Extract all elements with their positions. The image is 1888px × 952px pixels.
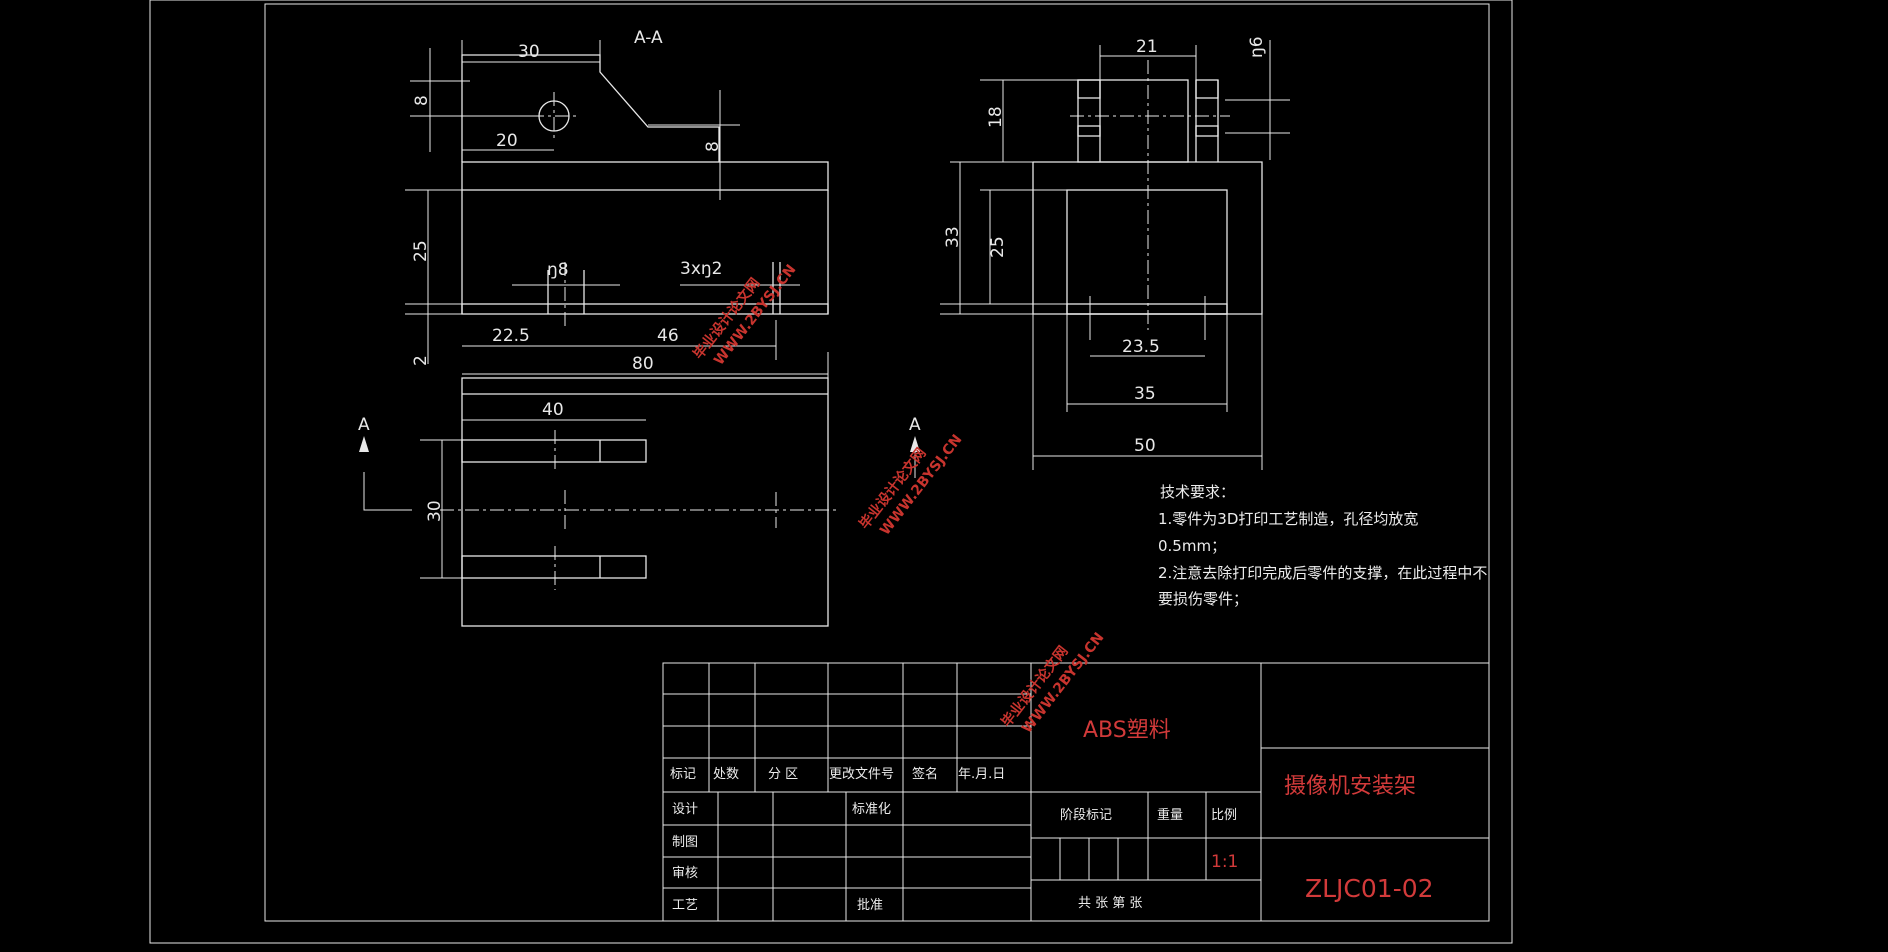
top-wall-hatch: [461, 161, 829, 191]
header-date: 年.月.日: [958, 767, 1005, 782]
dim-33: 33: [943, 226, 963, 248]
scale-label: 比例: [1211, 808, 1237, 823]
technical-notes: 技术要求： 1.零件为3D打印工艺制造，孔径均放宽 0.5mm； 2.注意去除打…: [1158, 483, 1487, 608]
drawing-number: ZLJC01-02: [1305, 874, 1434, 903]
dim-21: 21: [1136, 37, 1158, 57]
row-draw: 制图: [672, 835, 698, 850]
dim-22-5: 22.5: [492, 326, 530, 346]
top-view-outline: [461, 377, 829, 627]
dim-25: 25: [411, 240, 431, 262]
scale-value: 1:1: [1211, 852, 1238, 872]
title-block: 标记 处数 分 区 更改文件号 签名 年.月.日 设计 标准化 制图 审核 工艺…: [662, 662, 1490, 922]
row-approve: 批准: [857, 898, 883, 913]
dim-35: 35: [1134, 384, 1156, 404]
sheet-count: 共 张 第 张: [1078, 896, 1142, 911]
dim-40: 40: [542, 400, 564, 420]
bottom-plate-hatch: [461, 303, 829, 315]
part-name: 摄像机安装架: [1284, 774, 1416, 799]
dim-phi8: ŋ8: [547, 260, 569, 280]
material: ABS塑料: [1083, 718, 1171, 743]
view-arrow-right: A: [909, 415, 921, 435]
weight-label: 重量: [1157, 807, 1183, 823]
row-design: 设计: [672, 802, 698, 817]
notes-title: 技术要求：: [1160, 483, 1235, 501]
note-line-3: 2.注意去除打印完成后零件的支撑，在此过程中不: [1158, 564, 1487, 582]
note-line-1: 1.零件为3D打印工艺制造，孔径均放宽: [1158, 510, 1418, 528]
dim-3xphi2: 3xŋ2: [680, 259, 722, 279]
dim-30-top-view: 30: [425, 500, 445, 522]
top-view: 40 30 A: [358, 377, 840, 627]
dim-8-right: 8: [703, 141, 723, 152]
outer-frame: [149, 0, 1513, 944]
slot-bottom: [461, 555, 647, 579]
row-check: 审核: [672, 866, 698, 881]
header-doc-no: 更改文件号: [829, 767, 894, 782]
dim-18: 18: [986, 106, 1006, 128]
slot-top: [461, 439, 647, 463]
side-view: 21 ŋ6 18 33 25 23.5 35 50 A: [909, 36, 1290, 478]
dim-23-5: 23.5: [1122, 337, 1160, 357]
dim-30-top: 30: [518, 42, 540, 62]
header-sign: 签名: [912, 766, 938, 782]
section-label: A-A: [634, 28, 663, 48]
header-zone: 分 区: [768, 767, 798, 782]
dim-46: 46: [657, 326, 679, 346]
stage-mark-label: 阶段标记: [1060, 808, 1112, 823]
note-line-2: 0.5mm；: [1158, 537, 1226, 555]
header-mark: 标记: [670, 767, 696, 782]
dim-25-side: 25: [988, 236, 1008, 258]
row-process: 工艺: [672, 898, 698, 913]
dim-80: 80: [632, 354, 654, 374]
side-cavity: [1066, 189, 1228, 315]
dim-2: 2: [411, 355, 431, 366]
dim-50: 50: [1134, 436, 1156, 456]
dim-phi6: ŋ6: [1247, 36, 1267, 58]
view-arrow-left: A: [358, 415, 370, 435]
side-ear: [1077, 79, 1189, 163]
note-line-4: 要损伤零件；: [1158, 590, 1248, 608]
watermarks: 毕业设计论文网 WWW.2BYSJ.CN 毕业设计论文网 WWW.2BYSJ.C…: [690, 262, 1108, 737]
section-view-a-a: A-A 30 8 20 8 25: [405, 28, 829, 380]
dim-8-left: 8: [412, 95, 432, 106]
dim-20: 20: [496, 131, 518, 151]
row-standard: 标准化: [852, 802, 891, 817]
header-count: 处数: [713, 767, 739, 782]
